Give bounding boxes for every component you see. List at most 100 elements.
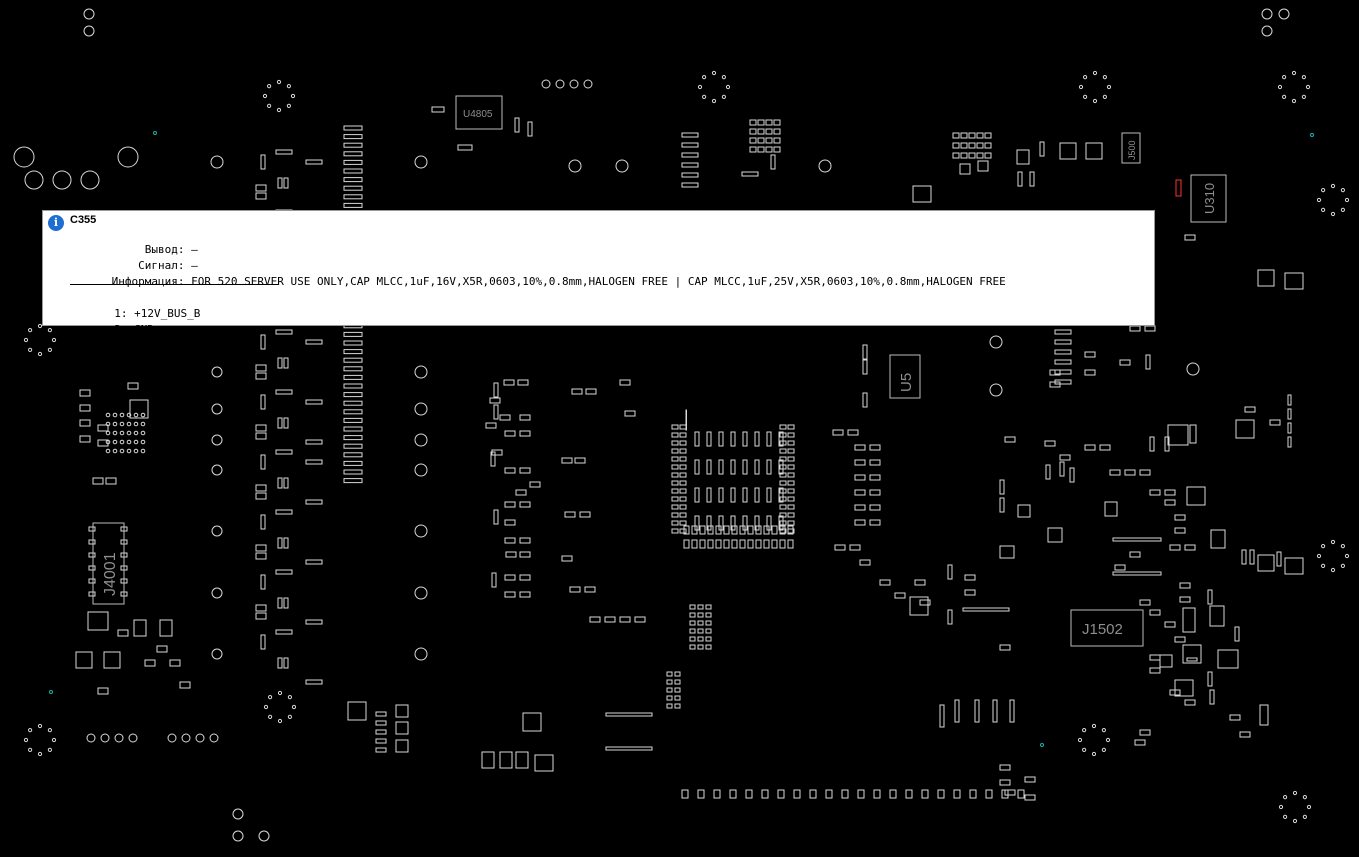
via[interactable] <box>211 587 223 599</box>
component-pad[interactable] <box>1024 776 1036 783</box>
component-pad[interactable] <box>854 459 866 466</box>
bga-pad[interactable] <box>787 496 795 502</box>
via[interactable] <box>1301 75 1306 80</box>
bga-pad[interactable] <box>730 459 736 475</box>
designator-j4001[interactable]: J4001 <box>92 522 125 605</box>
designator-u4805[interactable]: U4805 <box>455 95 503 130</box>
component-pad[interactable] <box>519 430 531 437</box>
component-pad[interactable] <box>674 679 681 685</box>
bga-pad[interactable] <box>787 488 795 494</box>
component-pad[interactable] <box>1149 609 1161 616</box>
component-pad[interactable] <box>964 574 976 581</box>
component-pad[interactable] <box>1164 489 1176 496</box>
via[interactable] <box>28 747 33 752</box>
ic-footprint[interactable] <box>395 739 409 753</box>
bga-pad[interactable] <box>779 525 786 535</box>
bga-pad[interactable] <box>747 525 754 535</box>
component-pad[interactable] <box>574 457 586 464</box>
component-pad[interactable] <box>854 489 866 496</box>
via[interactable] <box>1330 211 1336 217</box>
component-pad[interactable] <box>1249 549 1255 565</box>
bga-pad[interactable] <box>754 459 760 475</box>
via[interactable] <box>414 365 428 379</box>
component-pad[interactable] <box>1001 789 1009 799</box>
bga-ball[interactable] <box>126 430 132 436</box>
component-pad[interactable] <box>519 551 531 558</box>
component-pad[interactable] <box>1184 234 1196 241</box>
bga-ball[interactable] <box>140 412 146 418</box>
component-pad[interactable] <box>914 579 926 586</box>
bga-pad[interactable] <box>778 431 784 447</box>
component-pad[interactable] <box>343 185 363 191</box>
bga-pad[interactable] <box>747 539 754 549</box>
via[interactable] <box>711 98 717 104</box>
component-pad[interactable] <box>343 134 363 140</box>
bga-pad[interactable] <box>771 525 778 535</box>
component-pad[interactable] <box>275 569 293 575</box>
via[interactable] <box>23 737 29 743</box>
component-pad[interactable] <box>343 435 363 441</box>
bga-ball[interactable] <box>126 412 132 418</box>
via[interactable] <box>1302 795 1307 800</box>
ic-footprint[interactable] <box>1059 142 1077 160</box>
component-pad[interactable] <box>984 142 992 149</box>
component-pad[interactable] <box>953 789 961 799</box>
bga-pad[interactable] <box>671 504 679 510</box>
component-pad[interactable] <box>1244 406 1256 413</box>
bga-pad[interactable] <box>779 512 787 518</box>
component-pad[interactable] <box>503 379 515 386</box>
ic-footprint[interactable] <box>159 619 173 637</box>
component-pad[interactable] <box>343 469 363 475</box>
component-pad[interactable] <box>343 142 363 148</box>
test-point[interactable] <box>128 733 138 743</box>
bga-pad[interactable] <box>778 515 784 531</box>
component-pad[interactable] <box>343 366 363 372</box>
fiducial[interactable] <box>1310 133 1314 137</box>
component-pad[interactable] <box>869 504 881 511</box>
component-pad[interactable] <box>275 449 293 455</box>
via[interactable] <box>725 84 731 90</box>
bga-pad[interactable] <box>671 496 679 502</box>
component-pad[interactable] <box>260 334 266 350</box>
pad[interactable] <box>88 565 96 571</box>
test-point[interactable] <box>195 733 205 743</box>
bga-ball[interactable] <box>105 439 111 445</box>
component-pad[interactable] <box>283 357 289 369</box>
ic-footprint[interactable] <box>481 751 495 769</box>
test-point[interactable] <box>86 733 96 743</box>
component-pad[interactable] <box>343 168 363 174</box>
bga-pad[interactable] <box>787 472 795 478</box>
ic-footprint[interactable] <box>1189 424 1197 444</box>
component-pad[interactable] <box>79 435 91 443</box>
bga-pad[interactable] <box>691 525 698 535</box>
component-pad[interactable] <box>255 184 267 192</box>
bga-pad[interactable] <box>718 431 724 447</box>
component-pad[interactable] <box>504 501 516 508</box>
component-pad[interactable] <box>283 657 289 669</box>
ic-footprint[interactable] <box>522 712 542 732</box>
component-pad[interactable] <box>841 789 849 799</box>
via[interactable] <box>989 335 1003 349</box>
component-pad[interactable] <box>619 616 631 623</box>
bga-ball[interactable] <box>133 448 139 454</box>
component-pad[interactable] <box>457 144 473 151</box>
component-pad[interactable] <box>1164 621 1176 628</box>
component-pad[interactable] <box>564 511 576 518</box>
bga-ball[interactable] <box>105 412 111 418</box>
bga-pad[interactable] <box>778 459 784 475</box>
component-pad[interactable] <box>960 142 968 149</box>
component-pad[interactable] <box>255 432 267 440</box>
component-pad[interactable] <box>260 574 266 590</box>
component-pad[interactable] <box>952 142 960 149</box>
bga-ball[interactable] <box>119 412 125 418</box>
via[interactable] <box>1082 728 1087 733</box>
via[interactable] <box>1102 75 1107 80</box>
component-pad[interactable] <box>1099 444 1111 451</box>
via[interactable] <box>1340 188 1345 193</box>
bga-ball[interactable] <box>140 439 146 445</box>
connector-strip[interactable] <box>1112 571 1162 576</box>
component-pad[interactable] <box>999 644 1011 651</box>
ic-footprint[interactable] <box>395 704 409 718</box>
component-pad[interactable] <box>689 604 696 610</box>
component-pad[interactable] <box>697 789 705 799</box>
